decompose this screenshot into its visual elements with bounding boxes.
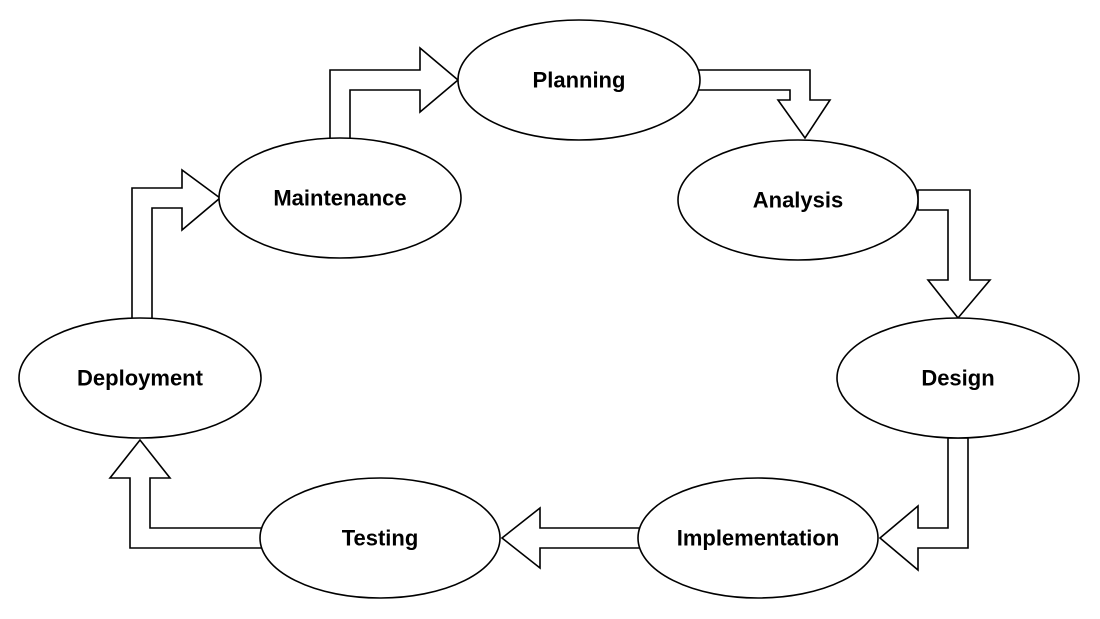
node-label: Implementation [677,526,840,551]
node-implementation: Implementation [637,477,879,599]
node-label: Analysis [753,188,844,213]
node-analysis: Analysis [677,139,919,261]
node-label: Planning [533,68,626,93]
arrows [108,46,992,572]
arrow-deployment-to-maintenance [131,168,222,321]
node-label: Design [921,366,994,391]
node-ellipse [259,477,501,599]
node-ellipse [677,139,919,261]
node-ellipse [457,19,701,141]
node-testing: Testing [259,477,501,599]
node-planning: Planning [457,19,701,141]
node-ellipse [637,477,879,599]
node-ellipse [836,317,1080,439]
arrow-maintenance-to-planning [329,46,460,143]
node-design: Design [836,317,1080,439]
node-deployment: Deployment [18,317,262,439]
arrow-design-to-implementation [878,437,969,572]
node-label: Deployment [77,366,204,391]
arrow-testing-to-deployment [108,438,263,549]
arrow-analysis-to-design [917,189,992,320]
node-maintenance: Maintenance [218,137,462,259]
node-ellipse [218,137,462,259]
node-label: Maintenance [273,186,406,211]
arrow-implementation-to-testing [500,506,641,570]
node-label: Testing [342,526,419,551]
arrow-planning-to-analysis [697,69,832,140]
node-ellipse [18,317,262,439]
